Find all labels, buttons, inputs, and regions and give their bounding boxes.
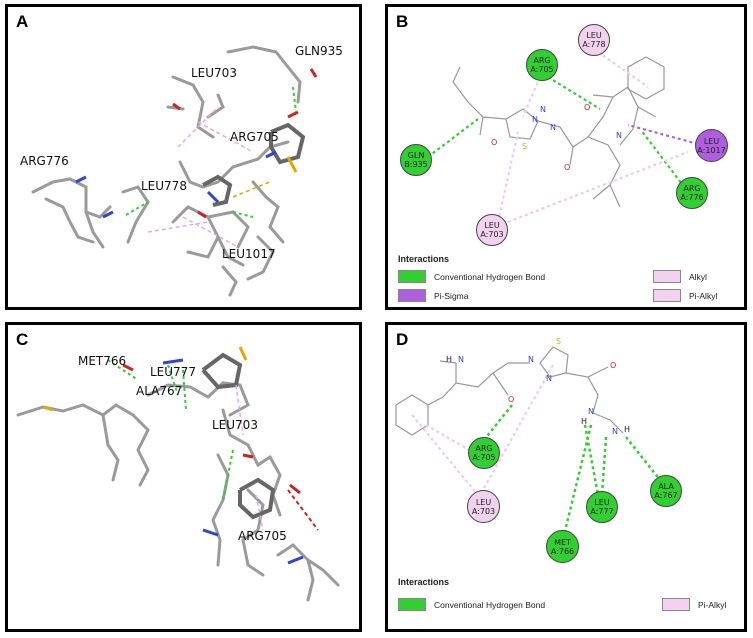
- legend-swatch: [653, 289, 681, 302]
- legend-item-alkyl: Alkyl: [653, 270, 707, 283]
- residue-label-leu778: LEU778: [141, 179, 187, 193]
- legend-item-hbond: Conventional Hydrogen Bond: [398, 270, 545, 283]
- panel-b-2d-structure: [427, 51, 699, 224]
- atom-h: H: [624, 425, 631, 434]
- residue-label-leu1017: LEU1017: [222, 247, 276, 261]
- residue-label-gln935: GLN935: [295, 44, 343, 58]
- legend-item-pialkyl: Pi-Alkyl: [662, 598, 726, 611]
- legend-swatch: [398, 270, 426, 283]
- legend-title: Interactions: [398, 577, 450, 587]
- residue-label-leu703: LEU703: [212, 418, 258, 432]
- atom-h: H: [446, 355, 453, 364]
- panel-c: C: [5, 322, 362, 632]
- panel-d: D H N N N O O S N N H H: [385, 322, 747, 632]
- legend-item-pisigma: Pi-Sigma: [398, 289, 468, 302]
- legend-swatch: [398, 289, 426, 302]
- residue-label-arg705: ARG705: [230, 130, 279, 144]
- residue-label-leu777: LEU777: [150, 365, 196, 379]
- panel-a-label: A: [16, 12, 29, 31]
- atom-o: O: [610, 361, 617, 370]
- atom-o: O: [564, 163, 571, 172]
- atom-n: N: [532, 115, 538, 124]
- residue-label-ala767: ALA767: [136, 384, 183, 398]
- residue-label-leu703: LEU703: [191, 66, 237, 80]
- panel-b: B: [385, 4, 747, 310]
- atom-n: N: [546, 374, 552, 383]
- atom-o: O: [584, 103, 591, 112]
- atom-n: N: [588, 407, 594, 416]
- panel-b-label: B: [396, 12, 409, 31]
- panel-a: A: [5, 4, 362, 310]
- atom-n: N: [616, 131, 622, 140]
- residue-label-arg705: ARG705: [238, 529, 287, 543]
- atom-n: N: [540, 105, 546, 114]
- atom-h: H: [581, 417, 588, 426]
- atom-n: N: [612, 427, 618, 436]
- atom-o: O: [491, 138, 498, 147]
- legend-item-pialkyl: Pi-Alkyl: [653, 289, 717, 302]
- panel-c-label: C: [16, 330, 29, 349]
- atom-n: N: [458, 355, 464, 364]
- legend-item-hbond: Conventional Hydrogen Bond: [398, 598, 545, 611]
- residue-label-arg776: ARG776: [20, 154, 69, 168]
- legend-swatch: [662, 598, 690, 611]
- residue-label-met766: MET766: [78, 354, 127, 368]
- atom-n: N: [550, 123, 556, 132]
- legend-swatch: [653, 270, 681, 283]
- atom-o: O: [508, 395, 515, 404]
- atom-n: N: [528, 355, 534, 364]
- atom-s: S: [522, 142, 528, 151]
- legend-swatch: [398, 598, 426, 611]
- atom-s: S: [556, 337, 562, 346]
- panel-a-3d-structure: [31, 45, 318, 297]
- panel-d-label: D: [396, 330, 409, 349]
- panel-c-3d-structure: [16, 346, 340, 602]
- legend-title: Interactions: [398, 254, 450, 264]
